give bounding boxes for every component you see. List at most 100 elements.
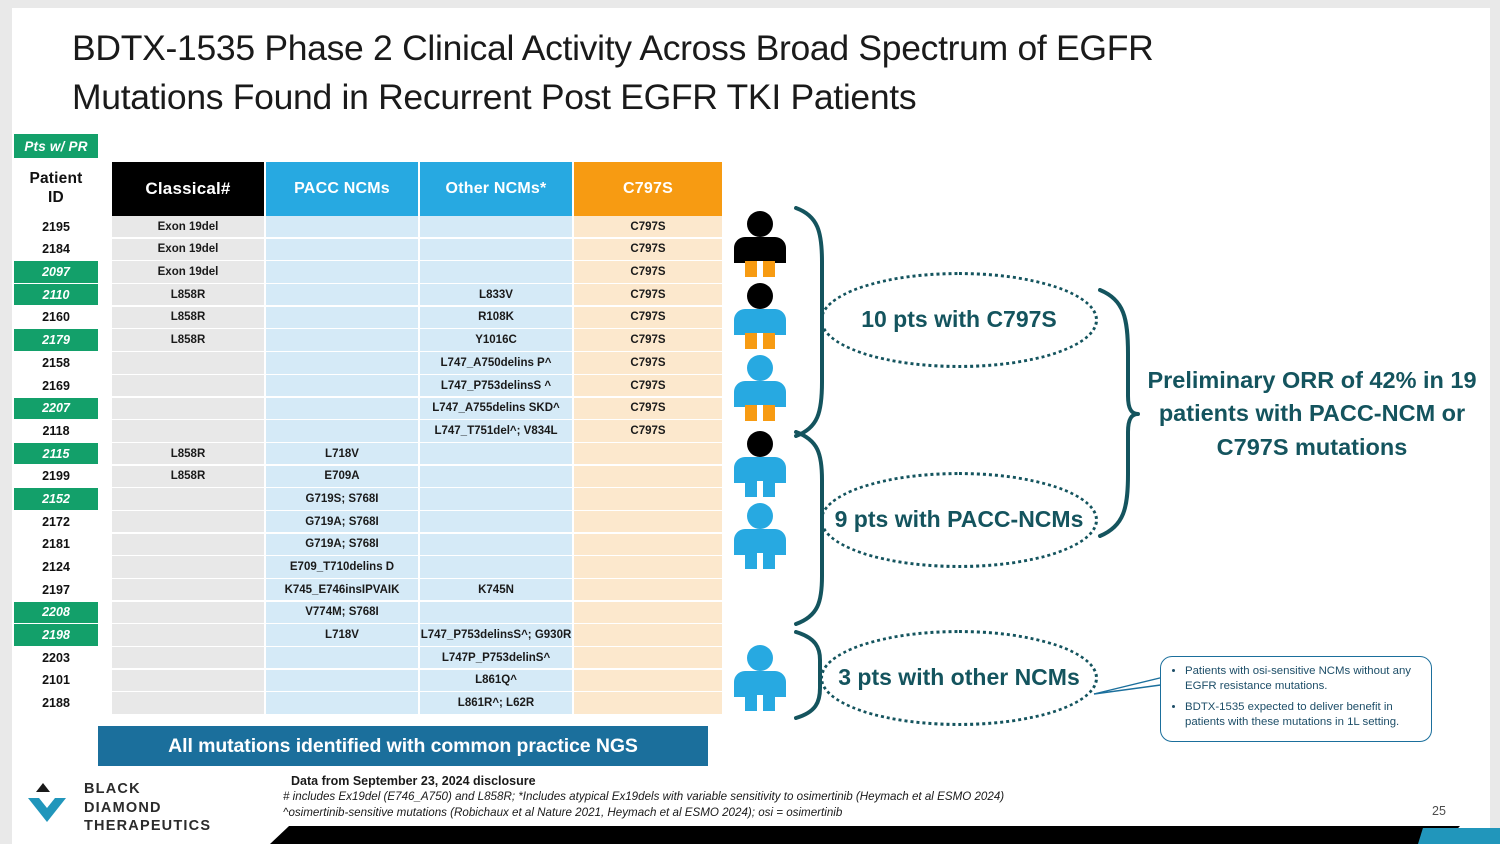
cell-pacc-ncm bbox=[266, 692, 418, 714]
person-head-icon bbox=[747, 355, 773, 381]
cell-other-ncm: L747_A750delins P^ bbox=[420, 352, 572, 374]
person-torso-icon bbox=[734, 237, 786, 263]
cell-patient-id: 2203 bbox=[42, 650, 70, 665]
legend-pts-with-pr: Pts w/ PR bbox=[14, 134, 98, 158]
cell-pacc-ncm bbox=[266, 352, 418, 374]
cell-other-ncm: L747_A755delins SKD^ bbox=[420, 397, 572, 419]
cell-patient-id: 2197 bbox=[42, 582, 70, 597]
cell-classical bbox=[112, 533, 264, 556]
person-head-icon bbox=[747, 283, 773, 309]
right-gutter bbox=[1490, 0, 1500, 844]
patient-person-icon bbox=[734, 503, 786, 569]
cell-pacc-ncm bbox=[266, 306, 418, 329]
cell-patient-id: 2199 bbox=[42, 469, 70, 484]
cell-classical bbox=[112, 647, 264, 669]
cell-patient-id: 2115 bbox=[14, 442, 98, 465]
cell-classical bbox=[112, 579, 264, 601]
person-torso-icon bbox=[734, 671, 786, 697]
cell-patient-id: 2101 bbox=[42, 673, 70, 688]
cell-c797s: C797S bbox=[574, 374, 722, 397]
person-head-icon bbox=[747, 503, 773, 529]
cell-c797s bbox=[574, 579, 722, 601]
cell-classical bbox=[112, 624, 264, 646]
cell-pacc-ncm: E709_T710delins D bbox=[266, 556, 418, 578]
cell-c797s bbox=[574, 647, 722, 669]
cell-other-ncm: L861Q^ bbox=[420, 669, 572, 692]
cell-pacc-ncm: K745_E746insIPVAIK bbox=[266, 579, 418, 601]
cell-other-ncm bbox=[420, 442, 572, 465]
cell-classical bbox=[112, 601, 264, 624]
cell-other-ncm: L833V bbox=[420, 284, 572, 306]
bottom-bar-black bbox=[270, 826, 1460, 844]
cell-other-ncm: Y1016C bbox=[420, 329, 572, 351]
cell-pacc-ncm bbox=[266, 216, 418, 238]
patient-person-icon bbox=[734, 283, 786, 349]
cell-classical: Exon 19del bbox=[112, 238, 264, 261]
black-diamond-mark-icon bbox=[28, 783, 66, 822]
cell-pacc-ncm bbox=[266, 329, 418, 351]
person-head-icon bbox=[747, 211, 773, 237]
footnote-data-source: Data from September 23, 2024 disclosure bbox=[291, 774, 536, 788]
cell-other-ncm: L747_P753delinsS^; G930R bbox=[420, 624, 572, 646]
person-torso-icon bbox=[734, 457, 786, 483]
person-legs-icon bbox=[745, 553, 775, 569]
page-title: BDTX-1535 Phase 2 Clinical Activity Acro… bbox=[72, 28, 1154, 117]
cell-pacc-ncm bbox=[266, 420, 418, 442]
cell-pacc-ncm: L718V bbox=[266, 442, 418, 465]
cell-classical bbox=[112, 397, 264, 419]
cell-classical bbox=[112, 352, 264, 374]
cell-c797s: C797S bbox=[574, 420, 722, 442]
patient-person-icon bbox=[734, 355, 786, 421]
cell-classical: Exon 19del bbox=[112, 261, 264, 283]
cell-patient-id: 2172 bbox=[42, 514, 70, 529]
cell-c797s bbox=[574, 601, 722, 624]
person-head-icon bbox=[747, 645, 773, 671]
footnotes: Data from September 23, 2024 disclosure … bbox=[283, 774, 1183, 822]
cell-patient-id: 2207 bbox=[14, 397, 98, 419]
note-box: Patients with osi-sensitive NCMs without… bbox=[1160, 656, 1432, 742]
cell-classical bbox=[112, 556, 264, 578]
cell-c797s: C797S bbox=[574, 238, 722, 261]
cell-classical: L858R bbox=[112, 442, 264, 465]
cell-pacc-ncm bbox=[266, 238, 418, 261]
cell-pacc-ncm bbox=[266, 647, 418, 669]
patient-person-icon bbox=[734, 645, 786, 711]
patient-person-icon bbox=[734, 211, 786, 277]
cell-c797s bbox=[574, 488, 722, 510]
cell-c797s: C797S bbox=[574, 216, 722, 238]
person-torso-icon bbox=[734, 309, 786, 335]
cell-other-ncm bbox=[420, 510, 572, 533]
cell-c797s bbox=[574, 624, 722, 646]
cell-c797s: C797S bbox=[574, 261, 722, 283]
cell-other-ncm: K745N bbox=[420, 579, 572, 601]
cell-classical bbox=[112, 488, 264, 510]
note-bullet-0: Patients with osi-sensitive NCMs without… bbox=[1185, 664, 1423, 695]
cell-c797s: C797S bbox=[574, 329, 722, 351]
patient-person-icon bbox=[734, 431, 786, 497]
cell-c797s: C797S bbox=[574, 306, 722, 329]
cell-patient-id: 2181 bbox=[42, 537, 70, 552]
page-number: 25 bbox=[1432, 804, 1446, 818]
cell-pacc-ncm: V774M; S768I bbox=[266, 601, 418, 624]
cell-patient-id: 2179 bbox=[14, 329, 98, 351]
callout-c797s: 10 pts with C797S bbox=[820, 272, 1098, 368]
cell-patient-id: 2184 bbox=[42, 242, 70, 257]
cell-c797s bbox=[574, 465, 722, 487]
cell-patient-id: 2208 bbox=[14, 601, 98, 624]
ngs-banner: All mutations identified with common pra… bbox=[98, 726, 708, 766]
person-torso-icon bbox=[734, 529, 786, 555]
cell-other-ncm bbox=[420, 488, 572, 510]
footnote-caret: ^osimertinib-sensitive mutations (Robich… bbox=[283, 806, 843, 820]
cell-classical: L858R bbox=[112, 306, 264, 329]
column-header-c797s: C797S bbox=[574, 162, 722, 216]
cell-pacc-ncm: G719A; S768I bbox=[266, 510, 418, 533]
cell-patient-id: 2195 bbox=[42, 219, 70, 234]
cell-pacc-ncm bbox=[266, 397, 418, 419]
column-header-other-ncms: Other NCMs* bbox=[420, 162, 572, 216]
footnote-hash: # includes Ex19del (E746_A750) and L858R… bbox=[283, 790, 1005, 803]
orr-statement: Preliminary ORR of 42% in 19 patients wi… bbox=[1147, 367, 1477, 460]
cell-patient-id: 2160 bbox=[42, 310, 70, 325]
cell-other-ncm bbox=[420, 216, 572, 238]
left-gutter bbox=[0, 0, 12, 844]
